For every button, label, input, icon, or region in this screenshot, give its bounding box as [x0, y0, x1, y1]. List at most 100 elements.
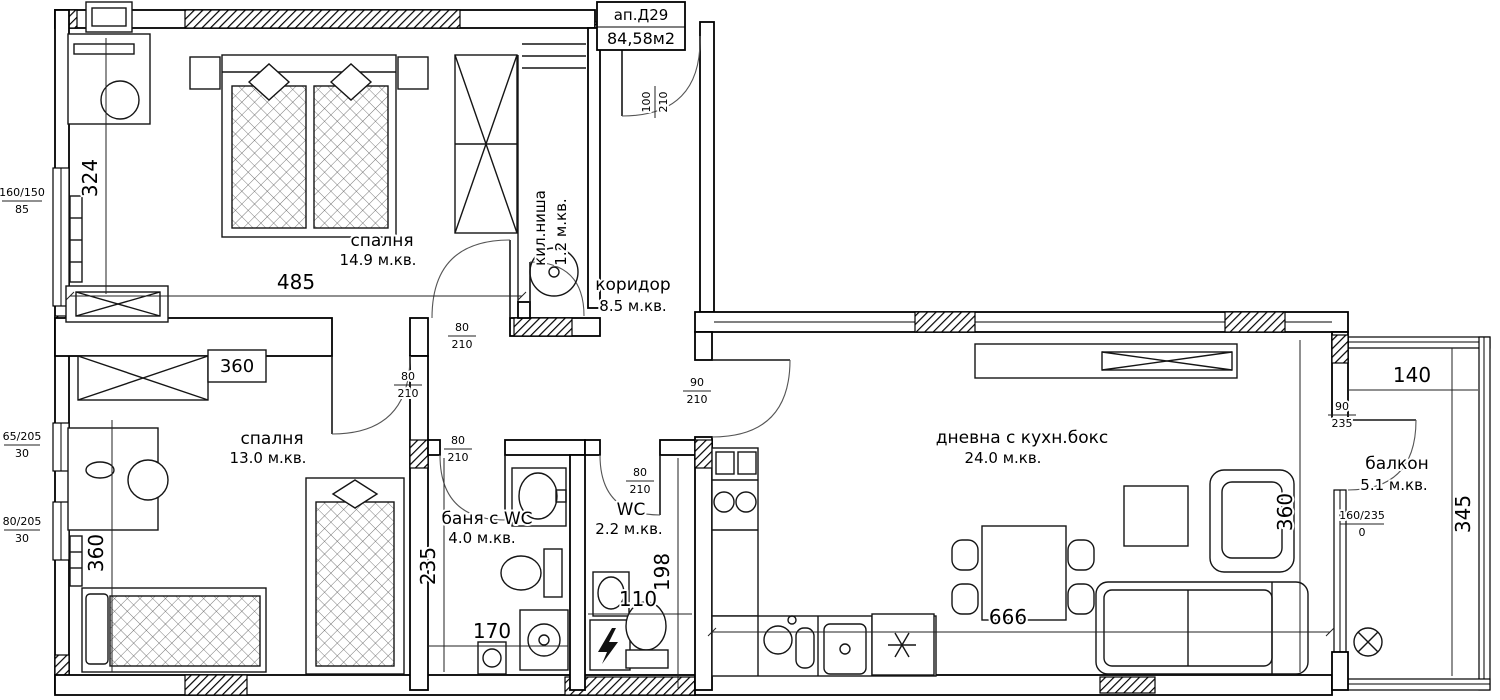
wall-pier-bottom-3	[1099, 676, 1156, 694]
kitchen-module	[715, 451, 735, 475]
furniture-dining	[951, 525, 1095, 621]
bedroom2-door-label: 80 210	[394, 368, 422, 402]
mattress	[313, 85, 389, 229]
dim-bathroom-depth: 235	[416, 547, 440, 585]
svg-text:65/205: 65/205	[3, 430, 42, 443]
kitchen-counter-left	[711, 447, 759, 617]
living-door	[711, 359, 791, 438]
furniture-bedroom1	[65, 1, 518, 323]
door-swing-arc	[599, 454, 661, 516]
svg-text:100: 100	[640, 92, 653, 113]
pillow	[331, 479, 379, 509]
label-wc-area: 2.2 м.кв.	[595, 520, 662, 538]
wall-pier-niche	[513, 317, 573, 337]
office-chair	[100, 80, 140, 120]
mattress	[231, 85, 307, 229]
dim-bathroom-width: 170	[473, 619, 511, 643]
wall-entry-right	[699, 21, 715, 313]
sofa	[1095, 581, 1309, 675]
hob-burner	[735, 491, 757, 513]
furniture-bedroom2	[67, 355, 405, 675]
label-bathroom-name: баня с WC	[441, 509, 532, 529]
dim-living-width: 666	[989, 605, 1027, 629]
desk-lamp	[85, 461, 115, 479]
svg-text:210: 210	[630, 483, 651, 496]
dimension-lines	[65, 38, 1478, 688]
svg-text:210: 210	[452, 338, 473, 351]
lightning-icon	[598, 628, 618, 664]
bedroom2-window-a-label: 65/205 30	[1, 428, 44, 462]
door-swing-arc	[331, 355, 411, 435]
dimension-texts: 485 324 360 360 235 170 110 198 666 360 …	[76, 157, 1477, 645]
shelf-unit	[85, 1, 133, 33]
doors	[331, 35, 1417, 521]
radiator	[69, 195, 83, 283]
label-bedroom1-area: 14.9 м.кв.	[340, 251, 417, 269]
wall-bathroom-top-left	[427, 439, 441, 456]
furniture-kitchen	[711, 447, 937, 677]
dim-bedroom2-depth: 360	[84, 534, 108, 572]
svg-text:210: 210	[657, 92, 670, 113]
dining-chair	[1067, 539, 1095, 571]
wall-bedrooms-thick	[54, 317, 333, 357]
svg-text:80/205: 80/205	[3, 515, 42, 528]
shelf-inner	[91, 7, 127, 27]
armchair	[1209, 469, 1295, 573]
dim-bedroom1-width: 485	[277, 270, 315, 294]
faucet	[787, 615, 797, 625]
wall-bathroom-left	[409, 355, 429, 691]
dining-table	[981, 525, 1067, 621]
svg-text:30: 30	[15, 532, 29, 545]
water-heater-tank	[529, 247, 579, 297]
svg-text:80: 80	[633, 466, 647, 479]
bathroom-door	[439, 454, 506, 521]
door-swing-arc	[711, 359, 791, 438]
pillow	[85, 593, 109, 665]
washing-machine	[519, 609, 569, 671]
dim-box	[207, 349, 267, 383]
furniture-balcony	[1353, 627, 1383, 657]
wall-pier-bathroom	[409, 439, 429, 469]
svg-text:90: 90	[690, 376, 704, 389]
svg-text:85: 85	[15, 203, 29, 216]
dim-living-depth: 360	[1273, 493, 1297, 531]
wall-bedrooms-stub	[409, 317, 429, 357]
living-door-label: 90 210	[683, 374, 711, 408]
dim-wc-width: 110	[619, 587, 657, 611]
svg-text:210: 210	[448, 451, 469, 464]
door-swing-arc	[529, 261, 585, 317]
title-block: ап.Д29 84,58м2	[596, 1, 686, 51]
svg-text:160/235: 160/235	[1339, 509, 1385, 522]
kitchen-sink-bowl	[763, 625, 793, 655]
dim-balcony-width: 140	[1393, 363, 1431, 387]
windows	[52, 167, 70, 561]
svg-text:160/150: 160/150	[0, 186, 45, 199]
apartment-total-area: 84,58м2	[607, 29, 675, 48]
label-bedroom1-name: спалня	[350, 231, 413, 251]
balcony-door	[1347, 419, 1417, 491]
label-living-area: 24.0 м.кв.	[965, 449, 1042, 467]
svg-text:90: 90	[1335, 400, 1349, 413]
label-corridor-area: 8.5 м.кв.	[599, 297, 666, 315]
wall-balcony-divider-bottom	[1331, 651, 1349, 691]
pillow	[329, 63, 373, 101]
furniture-lounge	[974, 343, 1309, 675]
svg-text:0: 0	[1359, 526, 1366, 539]
dishwasher	[823, 623, 867, 675]
label-bathroom-area: 4.0 м.кв.	[448, 529, 515, 547]
kitchen-module	[737, 451, 757, 475]
pillow	[247, 63, 291, 101]
svg-text:80: 80	[401, 370, 415, 383]
label-bedroom2-area: 13.0 м.кв.	[230, 449, 307, 467]
toilet-tank	[543, 548, 563, 598]
mattress	[315, 501, 395, 667]
label-wc-name: WC	[617, 500, 646, 520]
bathroom-door-label: 80 210	[444, 432, 472, 466]
label-corridor-name: коридор	[595, 275, 670, 295]
bedroom1-door-label: 80 210	[448, 319, 476, 353]
office-chair	[127, 459, 169, 501]
toilet-bowl	[500, 555, 542, 591]
dining-chair	[1067, 583, 1095, 615]
coffee-table	[1123, 485, 1189, 547]
